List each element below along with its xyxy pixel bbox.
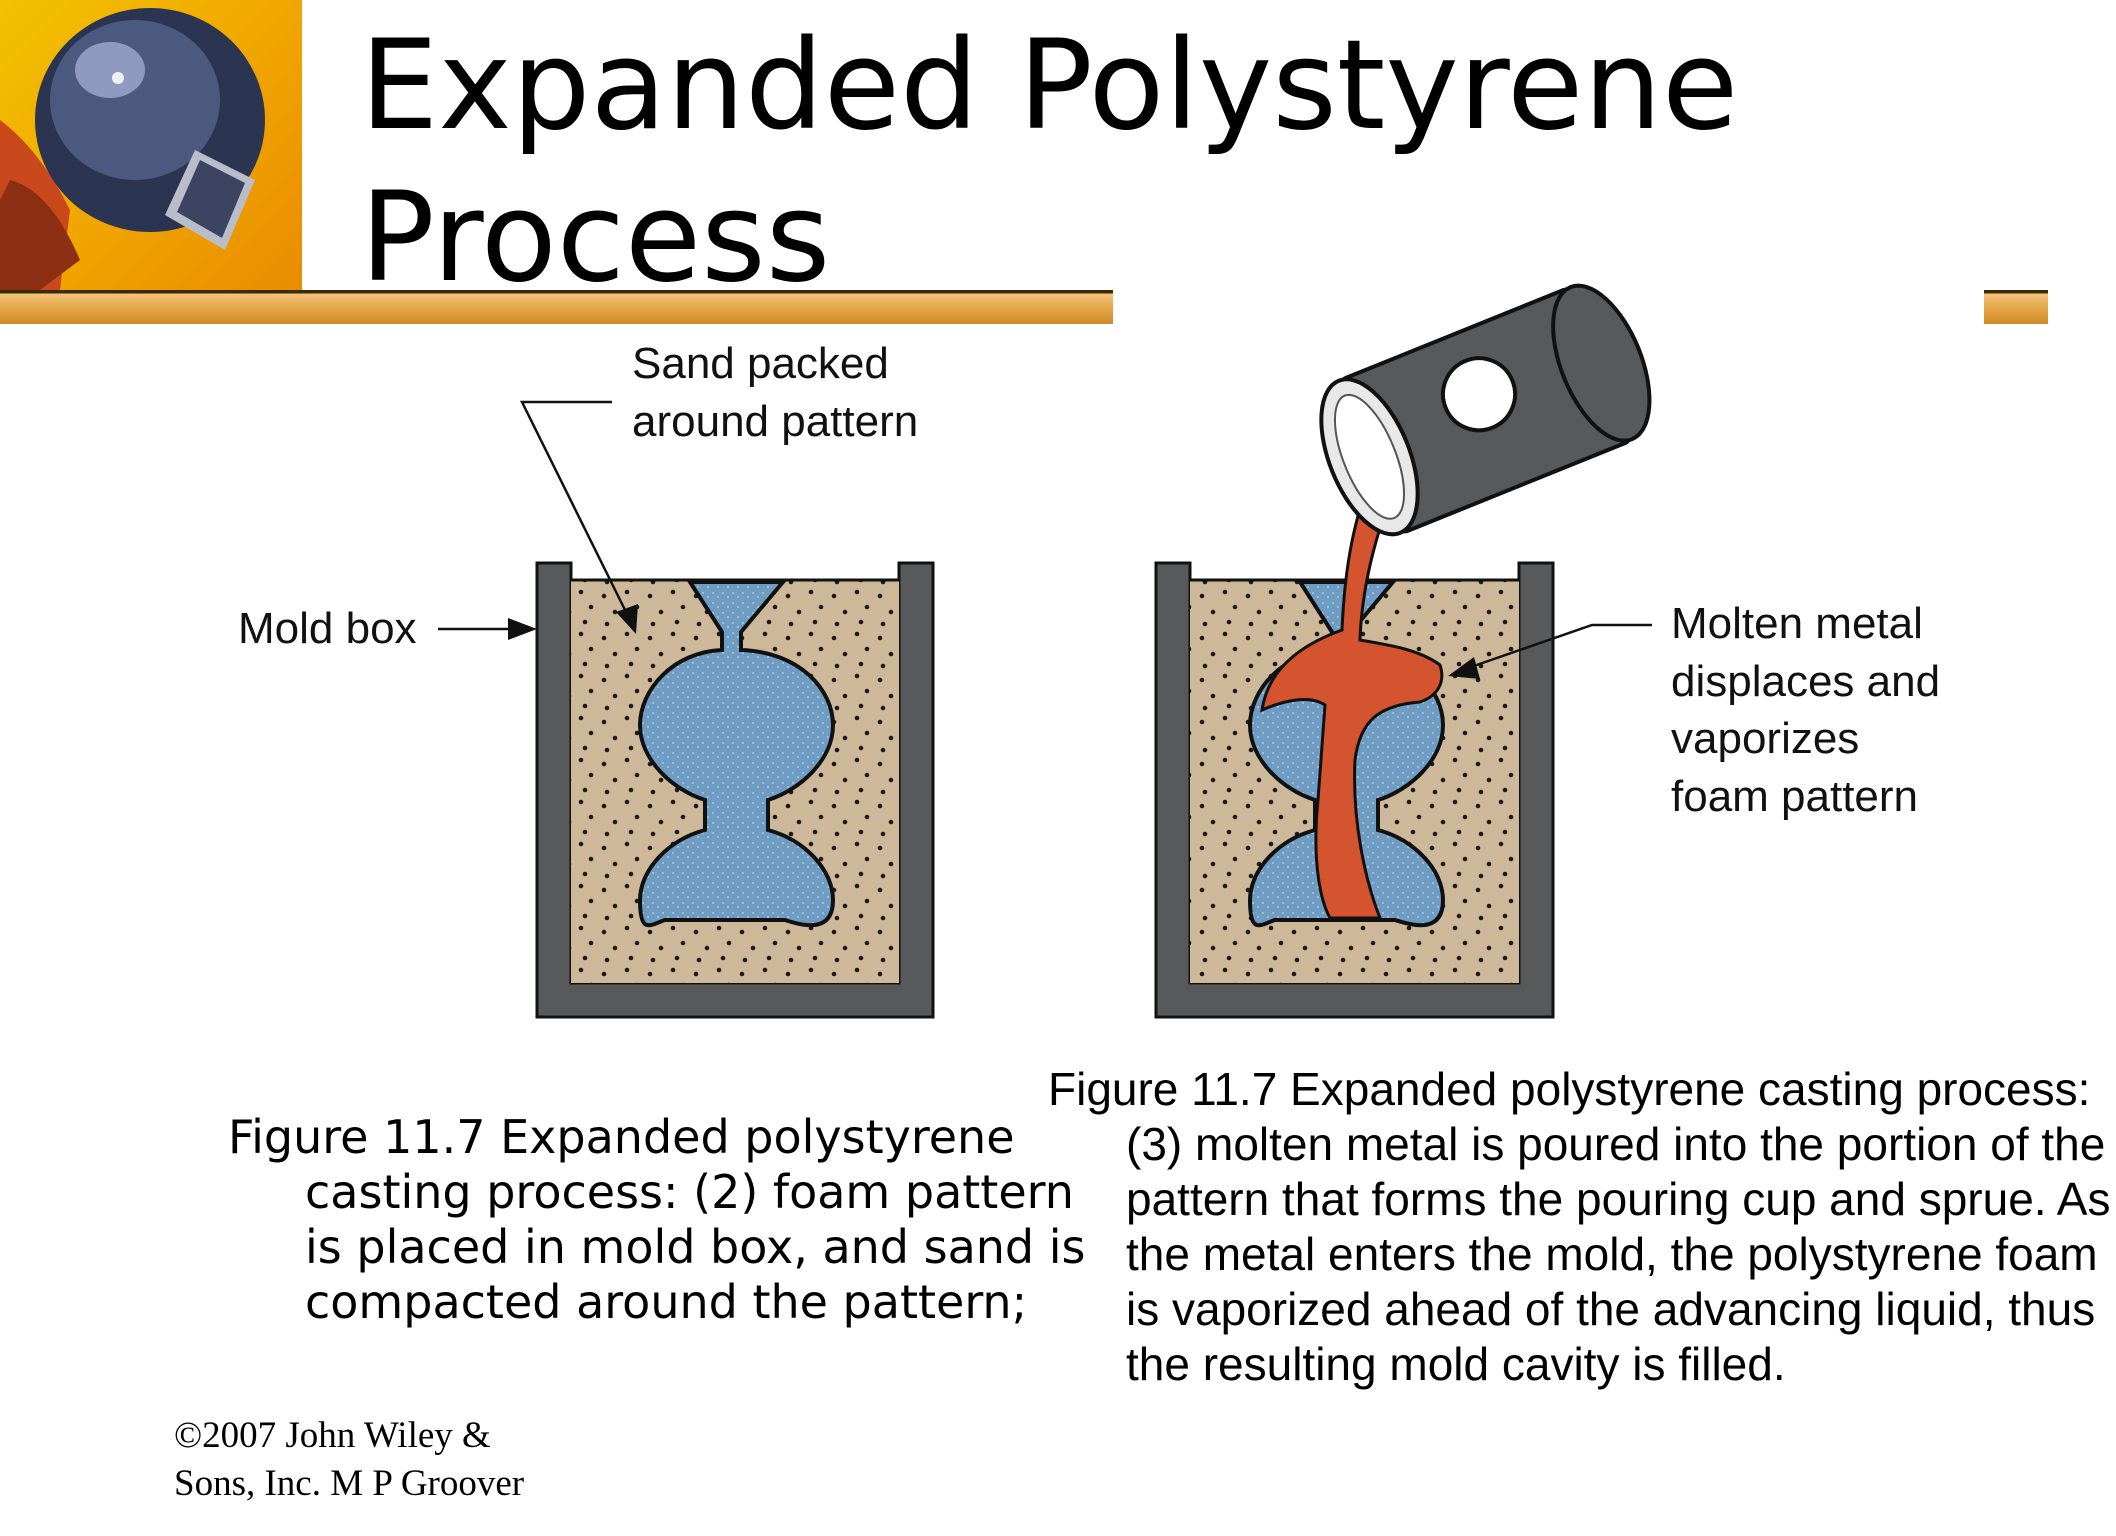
left-figure-caption: Figure 11.7 Expanded polystyrene casting… [228,1110,1086,1329]
welder-logo [0,0,302,290]
molten-label-line-1: Molten metal [1671,599,1923,648]
sand-label-line-2: around pattern [632,397,918,446]
sand-leader-line [519,400,630,617]
casting-diagram: Sand packed around pattern Mold box Molt… [238,283,1940,1019]
molten-label-line-2: displaces and [1671,657,1940,706]
molten-leader-line [1467,623,1652,670]
slide-title: Expanded Polystyrene Process [360,10,1760,314]
molten-leader-arrowhead [1448,657,1480,679]
left-foam-pattern [637,580,836,928]
molten-label-line-3: vaporizes [1671,714,1859,763]
sand-leader-arrowhead [616,604,638,634]
title-divider-bar-right [1984,290,2048,324]
molten-metal-flow [1260,468,1444,920]
pouring-ladle [1319,283,1652,537]
sand-label-line-1: Sand packed [632,339,889,388]
right-figure-caption: Figure 11.7 Expanded polystyrene casting… [1048,1063,2111,1390]
slide-title-line-2: Process [360,166,831,310]
title-divider-bar [0,290,1113,324]
welder-mask-icon [0,8,265,290]
mold-box-label: Mold box [238,604,417,653]
mold-box-arrowhead [508,618,537,640]
copyright-notice: ©2007 John Wiley & Sons, Inc. M P Groove… [174,1415,525,1504]
molten-label-line-4: foam pattern [1671,772,1918,821]
slide-title-line-1: Expanded Polystyrene [360,14,1739,158]
